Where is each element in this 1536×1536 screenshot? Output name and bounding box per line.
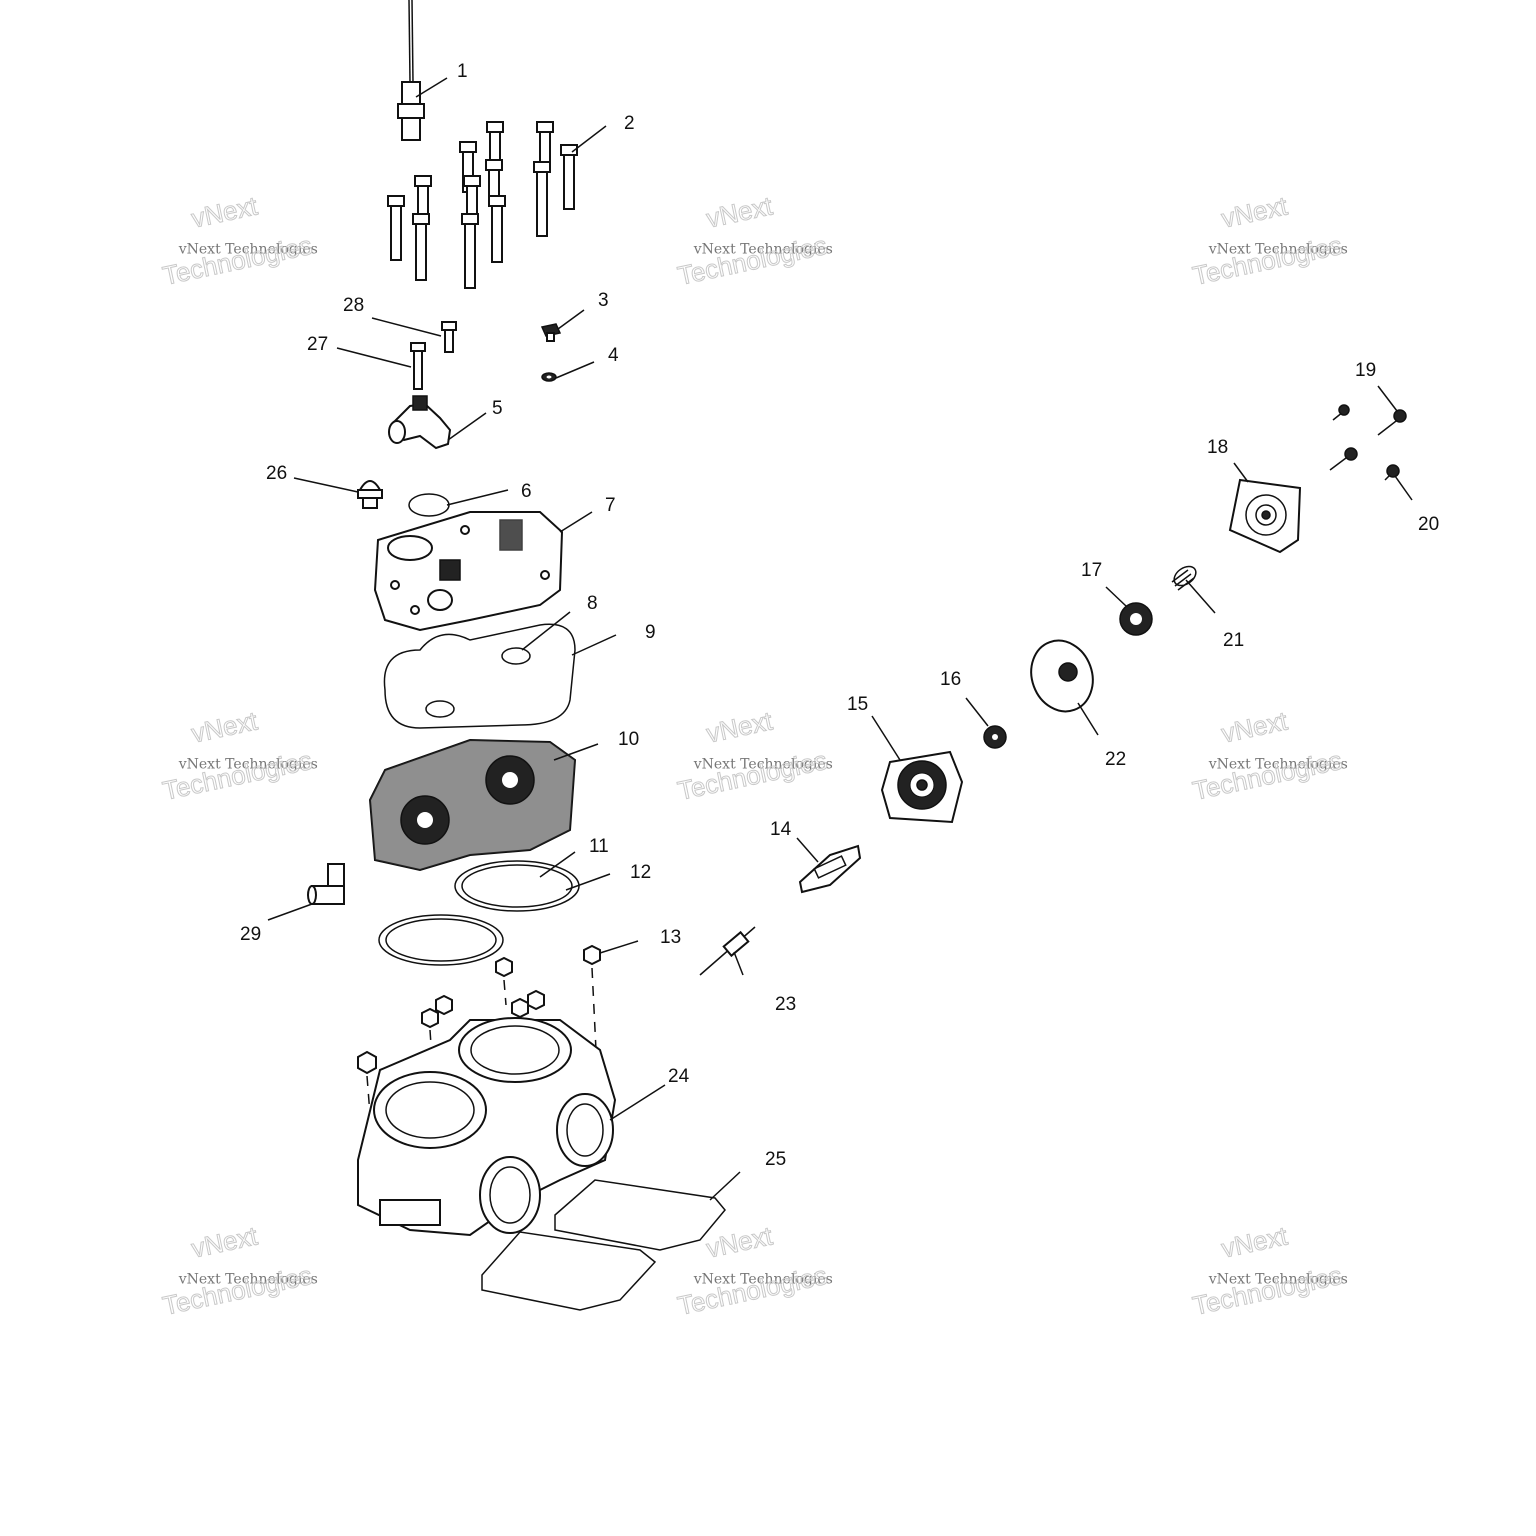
part-19-screws [1329, 404, 1407, 471]
part-26-thermostat [357, 480, 383, 509]
callout-9: 9 [645, 622, 656, 643]
part-10-cylinder-head [368, 738, 577, 872]
watermark-text: Technologies [160, 230, 315, 291]
part-24-cylinder-block [357, 1017, 617, 1237]
part-14-gasket [798, 844, 862, 894]
part-25-base-gasket [481, 1179, 726, 1311]
watermark-text: vNext [1219, 1220, 1291, 1263]
callout-labels: 1 2 3 4 5 6 7 8 9 10 11 12 13 14 15 16 1… [240, 61, 1439, 1170]
callout-14: 14 [770, 819, 792, 840]
watermark-text: vNext [189, 1220, 261, 1263]
part-18-pump-cover [1228, 478, 1302, 554]
callout-19: 19 [1355, 360, 1376, 381]
callout-4: 4 [608, 345, 619, 366]
callout-27: 27 [307, 334, 328, 355]
part-15-pump-base [880, 750, 964, 824]
watermark-text: Technologies [160, 745, 315, 806]
watermark-text: vNext Technologies [178, 756, 318, 772]
part-2-head-bolts [387, 121, 578, 289]
part-11-head-gasket [454, 860, 580, 912]
callout-15: 15 [847, 694, 868, 715]
callout-16: 16 [940, 669, 961, 690]
watermark-text: vNext [189, 190, 261, 233]
watermark-text: vNext [189, 705, 261, 748]
part-5-thermostat-housing [388, 395, 452, 450]
watermark: vNext vNext Technologies Technologies [160, 705, 318, 807]
callout-28: 28 [343, 295, 364, 316]
watermark-text: vNext [1219, 705, 1291, 748]
part-1-temperature-sensor [397, 0, 425, 141]
callout-20: 20 [1418, 514, 1439, 535]
watermark-text: Technologies [1190, 1260, 1345, 1321]
callout-23: 23 [775, 994, 796, 1015]
callout-8: 8 [587, 593, 598, 614]
callout-1: 1 [457, 61, 468, 82]
callout-25: 25 [765, 1149, 786, 1170]
part-28-screw [441, 321, 457, 353]
callout-18: 18 [1207, 437, 1228, 458]
part-27-screw [410, 342, 426, 390]
part-8-seal-ring [425, 647, 531, 718]
callout-11: 11 [589, 836, 609, 857]
part-16-seal [983, 725, 1007, 749]
part-23-sensor-probe [699, 926, 756, 976]
part-6-o-ring [408, 493, 450, 517]
watermark-text: vNext [704, 190, 776, 233]
watermark-text: vNext [1219, 190, 1291, 233]
watermark: vNext vNext Technologies Technologies [160, 190, 318, 292]
watermark-text: vNext Technologies [693, 1271, 833, 1287]
watermark-text: vNext Technologies [1208, 756, 1348, 772]
watermark-text: vNext Technologies [1208, 241, 1348, 257]
watermark-text: Technologies [675, 230, 830, 291]
part-4-washer [541, 372, 557, 382]
part-7-head-cover [373, 511, 564, 632]
watermark-text: vNext [704, 1220, 776, 1263]
callout-24: 24 [668, 1066, 690, 1087]
watermark: vNext vNext Technologies Technologies [675, 190, 833, 292]
part-29-elbow-fitting [307, 863, 345, 905]
watermark: vNext vNext Technologies Technologies [675, 1220, 833, 1322]
callout-12: 12 [630, 862, 651, 883]
watermark-text: Technologies [1190, 230, 1345, 291]
callout-29: 29 [240, 924, 261, 945]
callout-2: 2 [624, 113, 635, 134]
callout-17: 17 [1081, 560, 1102, 581]
callout-10: 10 [618, 729, 639, 750]
watermark-text: vNext Technologies [178, 241, 318, 257]
watermark-text: Technologies [675, 745, 830, 806]
watermark-text: vNext [704, 705, 776, 748]
part-9-gasket [383, 623, 576, 729]
callout-22: 22 [1105, 749, 1126, 770]
watermark: vNext vNext Technologies Technologies [160, 1220, 318, 1322]
part-21-spring [1171, 565, 1197, 591]
watermark: vNext vNext Technologies Technologies [675, 705, 833, 807]
callout-6: 6 [521, 481, 532, 502]
callout-21: 21 [1223, 630, 1244, 651]
watermark-text: vNext Technologies [693, 241, 833, 257]
part-22-diaphragm [1030, 639, 1094, 713]
callout-7: 7 [605, 495, 616, 516]
watermark-text: Technologies [675, 1260, 830, 1321]
watermark: vNext vNext Technologies Technologies [1190, 705, 1348, 807]
part-12-head-gasket [378, 914, 504, 966]
watermark-text: Technologies [160, 1260, 315, 1321]
callout-26: 26 [266, 463, 287, 484]
part-17-valve [1119, 602, 1153, 636]
leader-lines [267, 77, 1413, 1201]
part-20-screw [1384, 464, 1400, 481]
watermark: vNext vNext Technologies Technologies [1190, 190, 1348, 292]
part-13-nuts [357, 944, 601, 1141]
callout-5: 5 [492, 398, 503, 419]
watermark: vNext vNext Technologies Technologies [1190, 1220, 1348, 1322]
part-3-bleed-screw [540, 323, 562, 342]
watermark-text: vNext Technologies [693, 756, 833, 772]
callout-3: 3 [598, 290, 609, 311]
watermark-text: Technologies [1190, 745, 1345, 806]
watermark-text: vNext Technologies [178, 1271, 318, 1287]
callout-13: 13 [660, 927, 681, 948]
watermark-text: vNext Technologies [1208, 1271, 1348, 1287]
